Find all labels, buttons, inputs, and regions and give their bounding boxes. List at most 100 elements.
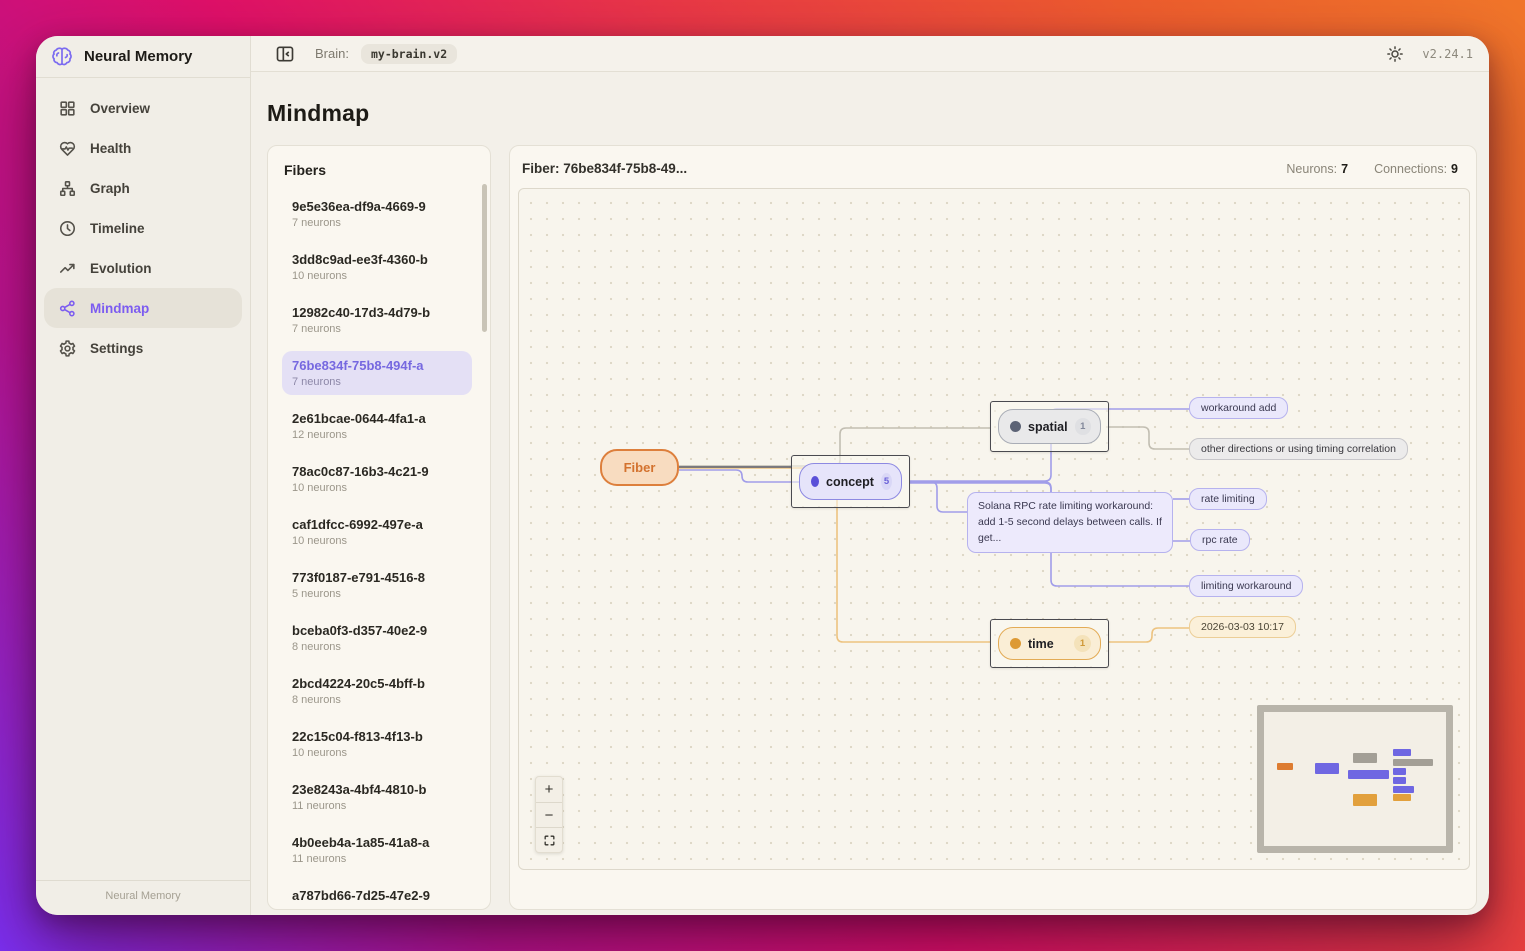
fiber-neuron-count: 10 neurons: [292, 482, 348, 494]
fibers-panel: Fibers 9e5e36ea-df9a-4669-9 7 neurons 3dd8…: [267, 145, 491, 910]
time-dot-icon: [1010, 638, 1021, 649]
topbar: Brain: my-brain.v2 v2.24.1: [251, 36, 1489, 72]
sidebar-item-timeline[interactable]: Timeline: [44, 208, 242, 248]
fiber-id: 2e61bcae-0644-4fa1-a: [292, 411, 426, 426]
fiber-id: 2bcd4224-20c5-4bff-b: [292, 676, 425, 691]
fiber-list-item[interactable]: caf1dfcc-6992-497e-a 10 neurons: [282, 510, 472, 554]
sidebar-item-graph[interactable]: Graph: [44, 168, 242, 208]
minimap-node-rect: [1348, 770, 1389, 779]
concept-dot-icon: [811, 476, 819, 487]
collapse-sidebar-icon[interactable]: [275, 44, 295, 64]
fiber-neuron-count: 7 neurons: [292, 217, 341, 229]
fiber-id: 22c15c04-f813-4f13-b: [292, 729, 423, 744]
node-workaround-add[interactable]: workaround add: [1189, 397, 1289, 419]
fiber-list-item[interactable]: bceba0f3-d357-40e2-9 8 neurons: [282, 616, 472, 660]
spatial-count-badge: 1: [1074, 418, 1091, 435]
spatial-dot-icon: [1010, 421, 1021, 432]
grid-icon: [58, 99, 77, 118]
fiber-list-scrollbar[interactable]: [482, 184, 487, 332]
sidebar-header: Neural Memory: [36, 36, 250, 78]
heart-icon: [58, 139, 77, 158]
fiber-list-item[interactable]: 12982c40-17d3-4d79-b 7 neurons: [282, 298, 472, 342]
fiber-id: 3dd8c9ad-ee3f-4360-b: [292, 252, 428, 267]
node-fiber[interactable]: Fiber: [600, 449, 679, 486]
fiber-list-item[interactable]: 2bcd4224-20c5-4bff-b 8 neurons: [282, 669, 472, 713]
node-concept[interactable]: concept 5: [791, 455, 910, 508]
minimap-node-rect: [1315, 763, 1339, 774]
sidebar-item-overview[interactable]: Overview: [44, 88, 242, 128]
minimap-node-rect: [1393, 749, 1411, 756]
node-note[interactable]: Solana RPC rate limiting workaround: add…: [967, 492, 1173, 554]
concept-count-badge: 5: [880, 473, 892, 490]
node-spatial[interactable]: spatial 1: [990, 401, 1109, 452]
fiber-neuron-count: 12 neurons: [292, 429, 348, 441]
app-title: Neural Memory: [84, 48, 193, 65]
fiber-id: 9e5e36ea-df9a-4669-9: [292, 199, 426, 214]
fiber-neuron-count: 8 neurons: [292, 641, 341, 653]
connections-stat: Connections:9: [1374, 161, 1458, 176]
fiber-neuron-count: 8 neurons: [292, 694, 341, 706]
content: Mindmap Fibers 9e5e36ea-df9a-4669-9 7 neu…: [251, 72, 1489, 915]
node-timestamp[interactable]: 2026-03-03 10:17: [1189, 616, 1296, 638]
fiber-list-item[interactable]: 9e5e36ea-df9a-4669-9 7 neurons: [282, 192, 472, 236]
node-limiting-workaround[interactable]: limiting workaround: [1189, 575, 1304, 597]
app-version: v2.24.1: [1422, 46, 1473, 61]
theme-toggle-icon[interactable]: [1386, 45, 1404, 63]
hierarchy-icon: [58, 179, 77, 198]
sidebar-footer-text: Neural Memory: [36, 880, 250, 915]
sidebar-item-label: Mindmap: [90, 300, 150, 316]
fiber-neuron-count: 7 neurons: [292, 323, 341, 335]
share-icon: [58, 299, 77, 318]
fiber-id: bceba0f3-d357-40e2-9: [292, 623, 428, 638]
zoom-out-button[interactable]: −: [536, 802, 562, 827]
node-rpc-rate[interactable]: rpc rate: [1190, 529, 1250, 551]
fiber-list-item[interactable]: 78ac0c87-16b3-4c21-9 10 neurons: [282, 457, 472, 501]
fiber-list-item[interactable]: 22c15c04-f813-4f13-b 10 neurons: [282, 722, 472, 766]
node-fiber-label: Fiber: [623, 460, 656, 475]
viewer-title: Fiber: 76be834f-75b8-49...: [522, 161, 688, 176]
fiber-neuron-count: 10 neurons: [292, 270, 348, 282]
mindmap-canvas[interactable]: Fiber concept 5 spa: [518, 188, 1470, 870]
fiber-id: 4b0eeb4a-1a85-41a8-a: [292, 835, 430, 850]
minimap-node-rect: [1393, 768, 1406, 775]
time-count-badge: 1: [1074, 635, 1091, 652]
fiber-neuron-count: 10 neurons: [292, 535, 348, 547]
sidebar-item-health[interactable]: Health: [44, 128, 242, 168]
clock-icon: [58, 219, 77, 238]
fibers-panel-title: Fibers: [284, 162, 327, 178]
fiber-list: 9e5e36ea-df9a-4669-9 7 neurons 3dd8c9ad-ee…: [282, 192, 480, 901]
minimap-node-rect: [1353, 794, 1377, 806]
fiber-id: 76be834f-75b8-494f-a: [292, 358, 424, 373]
sidebar-item-mindmap[interactable]: Mindmap: [44, 288, 242, 328]
brain-name-badge[interactable]: my-brain.v2: [360, 43, 458, 64]
node-other-directions[interactable]: other directions or using timing correla…: [1189, 438, 1408, 460]
node-rate-limiting[interactable]: rate limiting: [1189, 488, 1267, 510]
page-title: Mindmap: [267, 100, 370, 126]
sidebar-item-label: Health: [90, 140, 132, 156]
node-time[interactable]: time 1: [990, 619, 1109, 668]
sidebar-item-evolution[interactable]: Evolution: [44, 248, 242, 288]
minimap-node-rect: [1393, 786, 1414, 793]
fit-view-button[interactable]: [536, 827, 562, 852]
fiber-id: 12982c40-17d3-4d79-b: [292, 305, 431, 320]
neurons-stat: Neurons:7: [1286, 161, 1349, 176]
fiber-id: 23e8243a-4bf4-4810-b: [292, 782, 427, 797]
minimap[interactable]: [1257, 705, 1453, 853]
sidebar-item-settings[interactable]: Settings: [44, 328, 242, 368]
fiber-id: 78ac0c87-16b3-4c21-9: [292, 464, 429, 479]
fiber-neuron-count: 10 neurons: [292, 747, 348, 759]
fiber-list-item[interactable]: a787bd66-7d25-47e2-99 neurons: [282, 881, 472, 901]
zoom-in-button[interactable]: +: [544, 781, 554, 798]
fiber-list-item[interactable]: 2e61bcae-0644-4fa1-a 12 neurons: [282, 404, 472, 448]
node-concept-label: concept: [826, 474, 874, 489]
viewer-header: Fiber: 76be834f-75b8-49... Neurons:7 Con…: [510, 146, 1476, 188]
fiber-id: caf1dfcc-6992-497e-a: [292, 517, 423, 532]
brain-label: Brain:: [315, 46, 349, 61]
fiber-list-item[interactable]: 3dd8c9ad-ee3f-4360-b 10 neurons: [282, 245, 472, 289]
